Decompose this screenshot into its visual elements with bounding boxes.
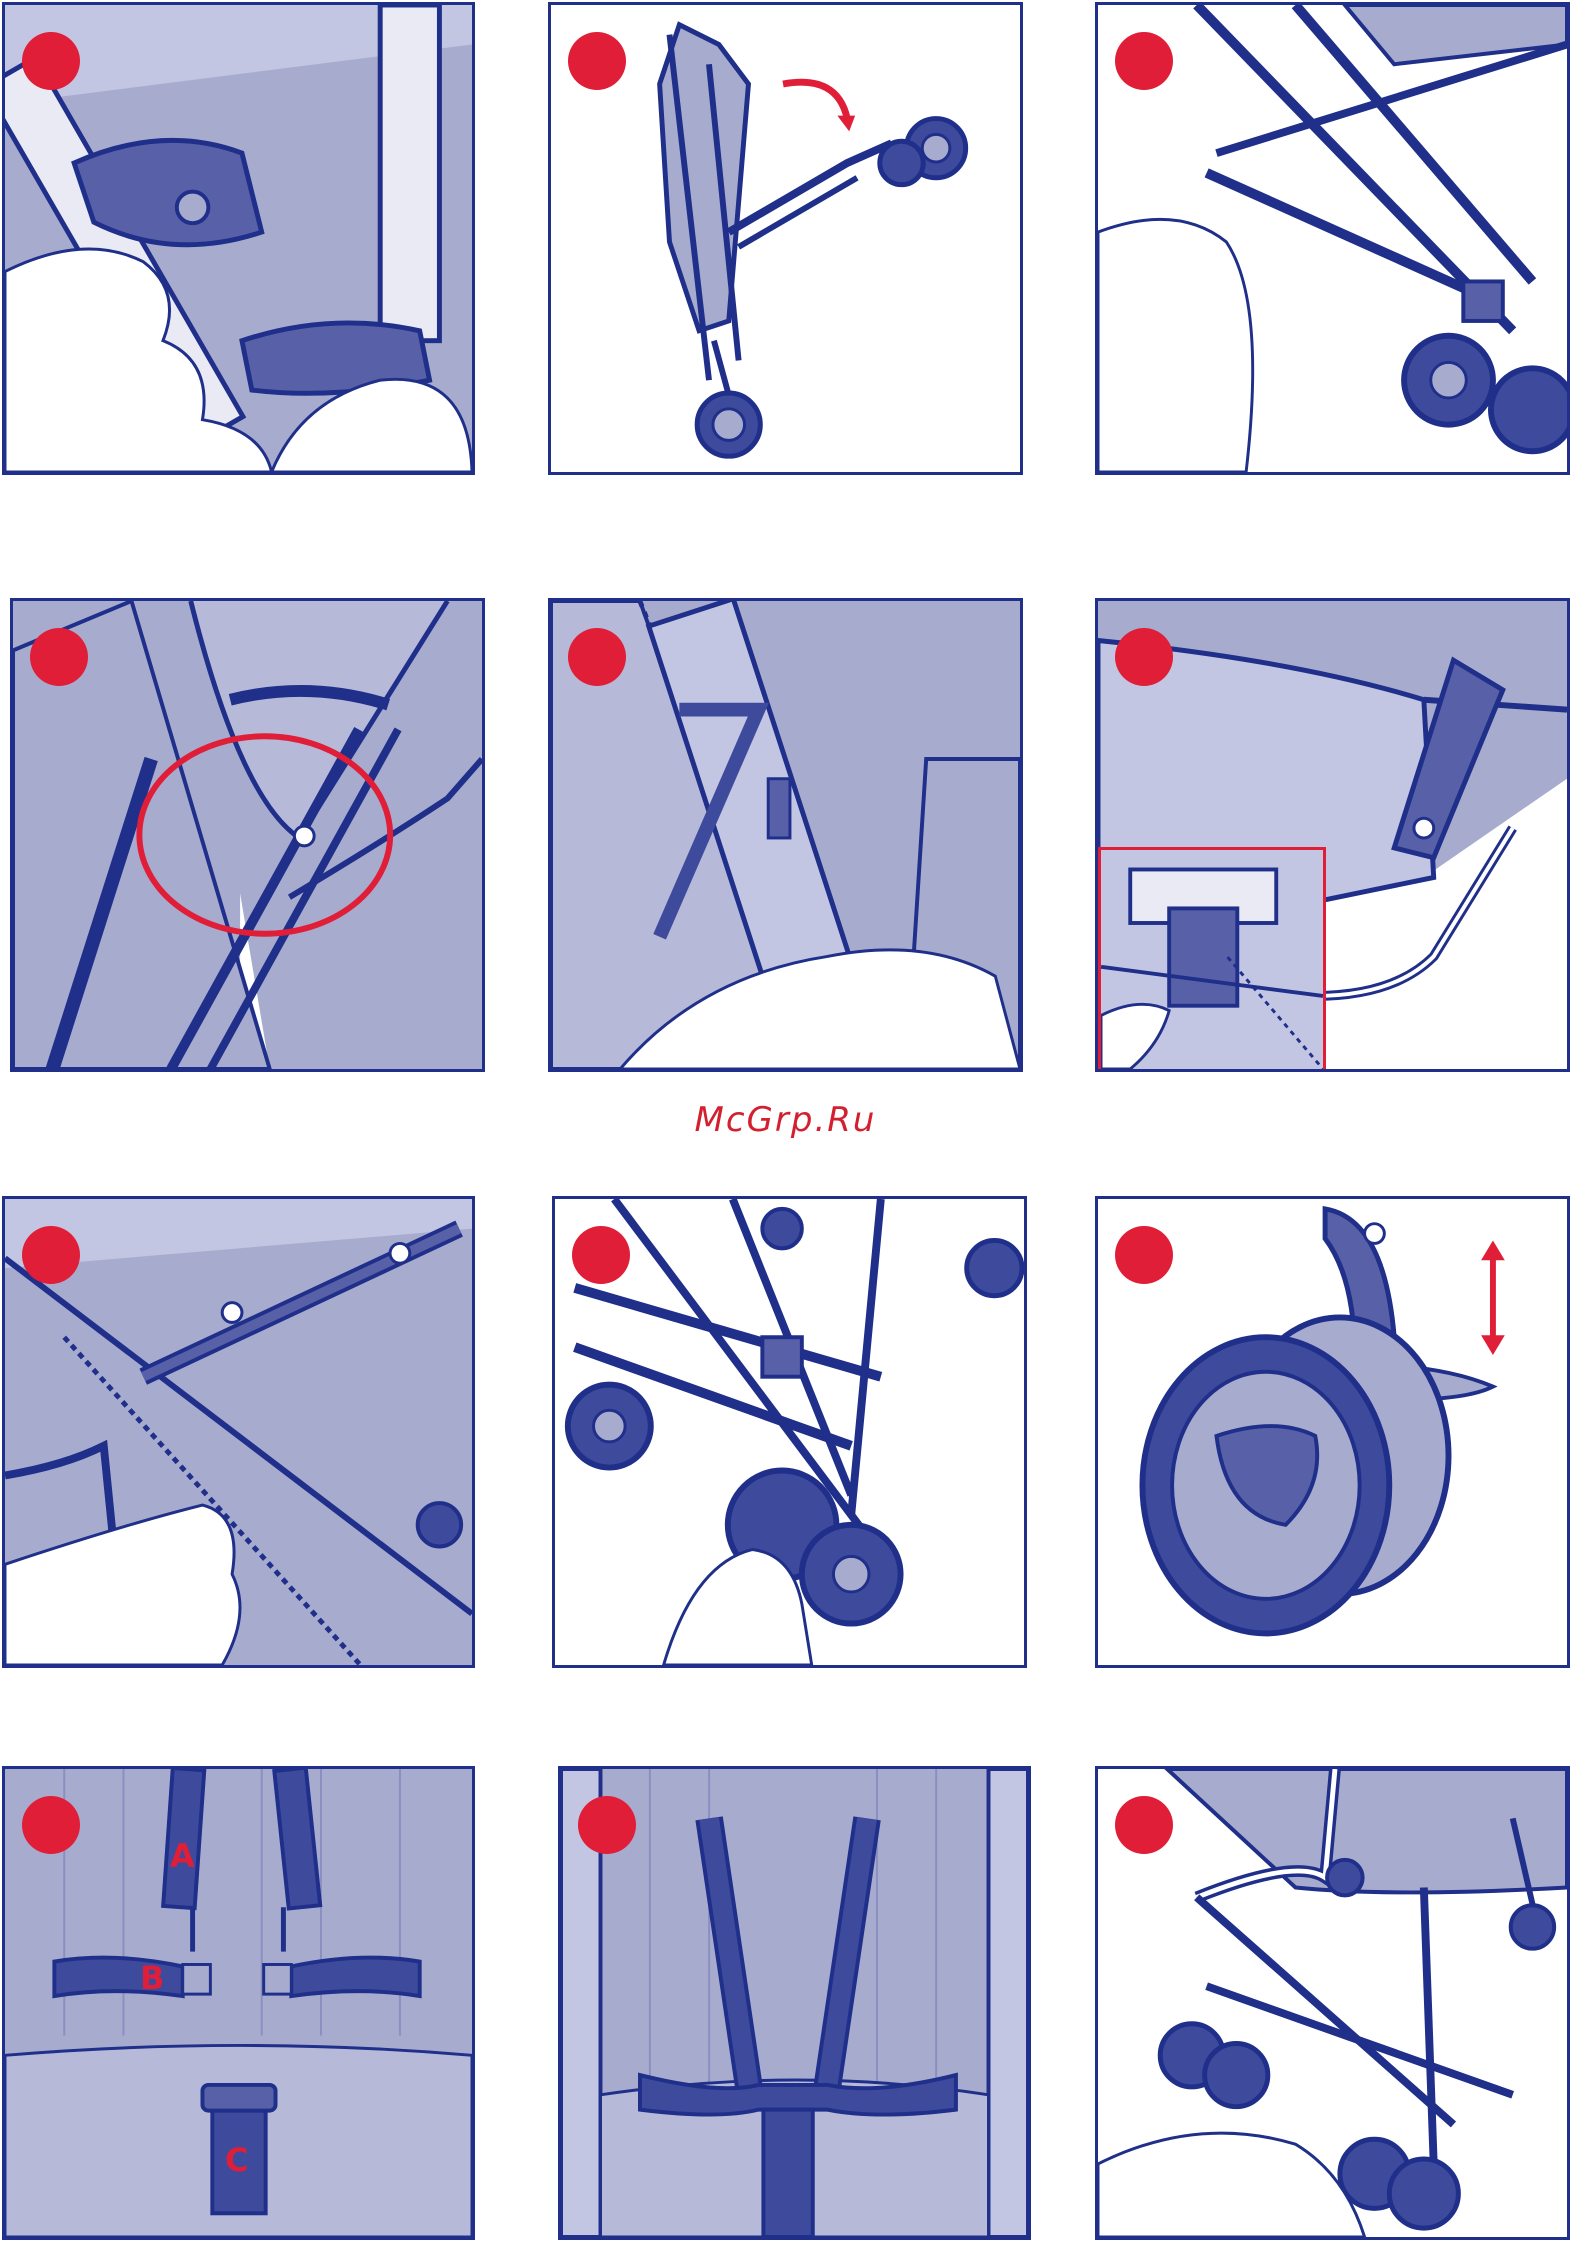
step-marker <box>1115 628 1173 686</box>
harness-label-a: A <box>170 1837 195 1875</box>
step-marker <box>1115 32 1173 90</box>
harness-label-c: C <box>225 2141 248 2179</box>
harness-label-b: B <box>140 1959 164 1997</box>
panel-canopy-clip <box>548 598 1023 1072</box>
step-marker <box>568 32 626 90</box>
step-marker <box>22 1226 80 1284</box>
step-marker <box>22 1796 80 1854</box>
step-marker <box>22 32 80 90</box>
panel-harness-fitted <box>558 1766 1031 2240</box>
panel-rear-brake <box>1095 2 1570 475</box>
panel-canopy-attach <box>10 598 485 1072</box>
step-marker <box>30 628 88 686</box>
panel-basket-clip <box>1095 598 1570 1072</box>
inset-detail <box>1098 847 1326 1072</box>
step-marker <box>568 628 626 686</box>
panel-backrest-strap <box>2 1196 475 1668</box>
panel-harness-parts: A B C <box>2 1766 475 2240</box>
panel-fold-stroller <box>548 2 1023 475</box>
panel-front-wheel-lock <box>552 1196 1027 1668</box>
panel-wheel-height <box>1095 1196 1570 1668</box>
inset-illustration <box>1101 850 1323 1069</box>
step-marker <box>1115 1796 1173 1854</box>
step-marker <box>1115 1226 1173 1284</box>
watermark: McGrp.Ru <box>0 1100 1571 1140</box>
panel-unfold-front <box>1095 1766 1570 2240</box>
step-marker <box>572 1226 630 1284</box>
step-marker <box>578 1796 636 1854</box>
panel-release-latch <box>2 2 475 475</box>
